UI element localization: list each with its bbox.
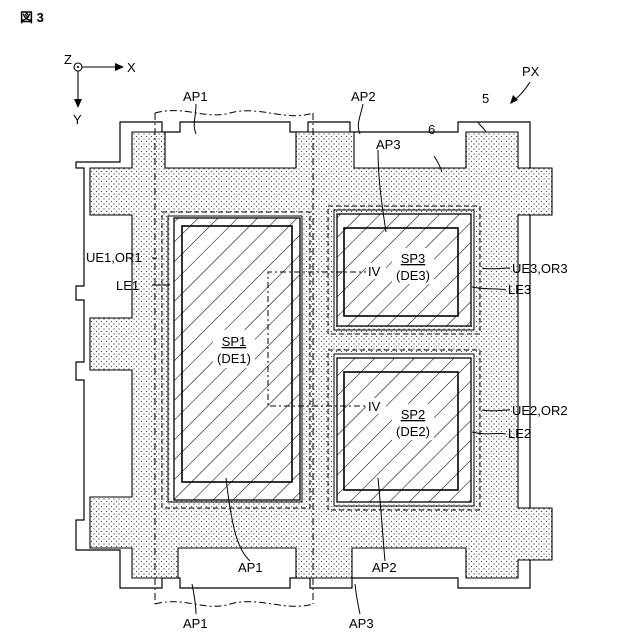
sp3-label-group: SP3 (DE3)	[392, 248, 434, 284]
label-de1: (DE1)	[217, 351, 251, 366]
axis-z-label: Z	[64, 52, 72, 67]
label-px: PX	[522, 64, 540, 79]
label-sp2: SP2	[401, 407, 426, 422]
label-le2: LE2	[508, 426, 531, 441]
label-sp3: SP3	[401, 251, 426, 266]
figure-title: 図 3	[20, 10, 44, 25]
axis-x-label: X	[127, 60, 136, 75]
label-ap3-top: AP3	[376, 137, 401, 152]
axis-y-label: Y	[73, 112, 82, 127]
sp1-label-group: SP1 (DE1)	[213, 330, 255, 368]
label-ap3-bottom: AP3	[349, 616, 374, 631]
label-iv-top: IV	[368, 264, 381, 279]
label-le3: LE3	[508, 282, 531, 297]
label-ap1-mid: AP1	[238, 560, 263, 575]
sp2-label-group: SP2 (DE2)	[392, 404, 434, 440]
px-arrow	[510, 82, 530, 104]
label-ue3-or3: UE3,OR3	[512, 261, 568, 276]
label-de2: (DE2)	[396, 424, 430, 439]
dotted-grid-layer	[90, 132, 552, 578]
label-6: 6	[428, 122, 435, 137]
label-ap1-top: AP1	[183, 89, 208, 104]
label-de3: (DE3)	[396, 268, 430, 283]
label-ap1-bottom: AP1	[183, 616, 208, 631]
axis-indicator: Z X Y	[64, 52, 136, 127]
label-iv-bottom: IV	[368, 399, 381, 414]
label-ap2-mid: AP2	[372, 560, 397, 575]
label-ue1-or1: UE1,OR1	[86, 250, 142, 265]
label-le1: LE1	[116, 278, 139, 293]
label-ue2-or2: UE2,OR2	[512, 403, 568, 418]
label-sp1: SP1	[222, 334, 247, 349]
label-ap2-top: AP2	[351, 89, 376, 104]
label-5: 5	[482, 91, 489, 106]
